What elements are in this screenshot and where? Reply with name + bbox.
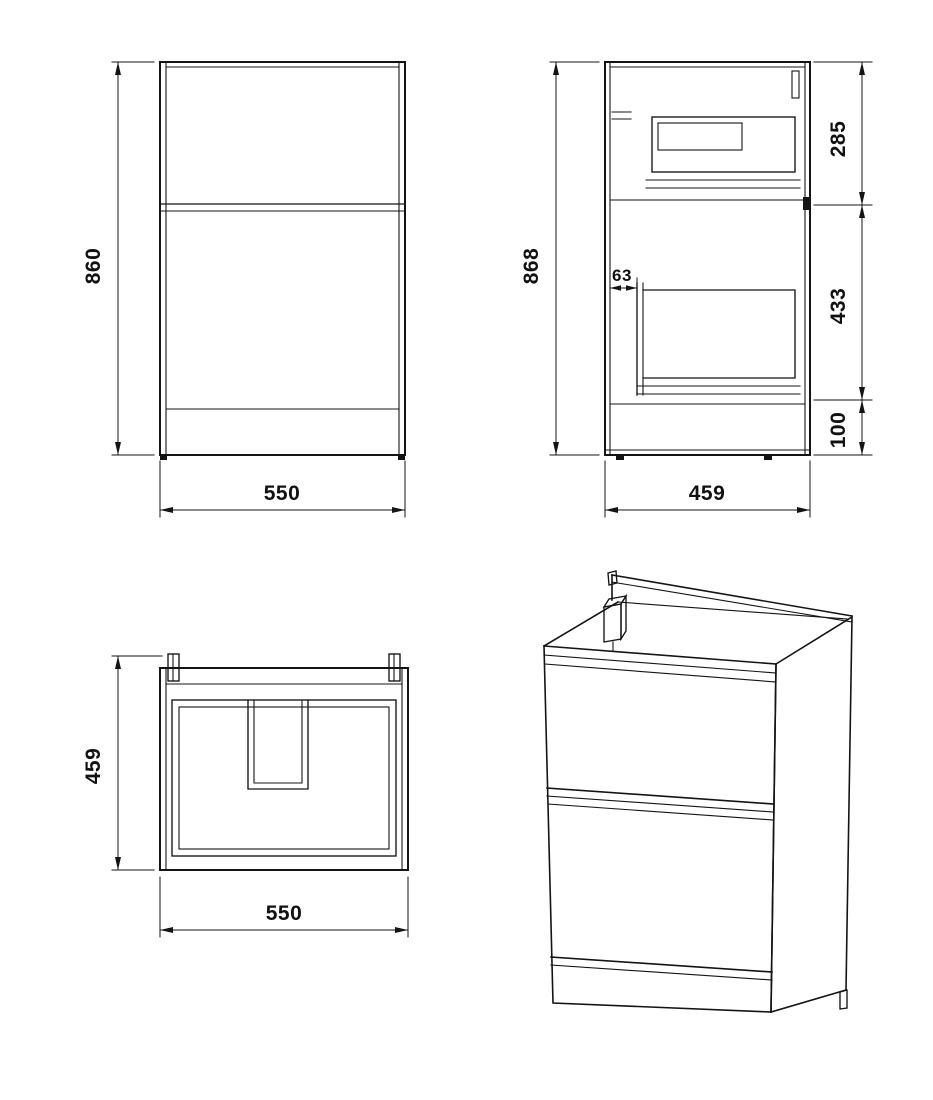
arrowhead (797, 507, 810, 513)
side-inset-label: 63 (612, 266, 632, 285)
front-view: 860 550 (82, 61, 406, 518)
wall-bracket (791, 70, 800, 99)
front-width-label: 550 (264, 482, 301, 505)
side-upper-section-label: 285 (827, 121, 850, 158)
top-view-cabinet (159, 653, 409, 871)
arrowhead (553, 62, 559, 75)
arrowhead (395, 927, 408, 933)
bracket-fixing (803, 197, 809, 210)
arrowhead (610, 285, 621, 291)
arrowhead (626, 285, 637, 291)
top-depth-label: 459 (82, 748, 105, 785)
top-surface-back-edge (617, 601, 848, 620)
side-view: 868 459 285 433 100 (520, 61, 873, 518)
mounting-hook (607, 570, 618, 586)
top-view: 459 550 (82, 653, 409, 938)
front-height-dimension: 860 (82, 61, 155, 456)
drawer-handle-rail (547, 803, 774, 821)
top-width-dimension: 550 (159, 876, 409, 938)
arrowhead (115, 656, 121, 669)
arrowhead (859, 205, 865, 218)
arrowhead (115, 442, 121, 455)
cabinet-outline (159, 61, 406, 456)
upper-drawer-inner (657, 122, 743, 151)
isometric-view (542, 570, 853, 1014)
inner-frame-inline (178, 706, 390, 850)
arrowhead (859, 387, 865, 400)
side-depth-label: 459 (689, 482, 726, 505)
arrowhead (859, 400, 865, 413)
top-depth-dimension: 459 (82, 655, 163, 871)
cabinet-outline (604, 61, 811, 456)
cabinet-outline (159, 667, 409, 871)
arrowhead (605, 507, 618, 513)
rear-foot (839, 989, 848, 1010)
plinth-seam-line (550, 956, 773, 973)
back-panel-thickness-edge (611, 581, 853, 623)
side-view-cabinet (604, 61, 811, 460)
front-width-dimension: 550 (159, 460, 406, 518)
cabinet-front-face (543, 645, 777, 1013)
arrowhead (160, 507, 173, 513)
side-lower-section-label: 100 (827, 412, 850, 449)
top-rim-line (544, 663, 777, 683)
arrowhead (160, 927, 173, 933)
lower-drawer-box (642, 289, 796, 379)
arrowhead (859, 442, 865, 455)
upper-drawer-box (651, 116, 796, 173)
arrowhead (392, 507, 405, 513)
front-height-label: 860 (82, 248, 105, 285)
right-foot (398, 455, 405, 460)
front-view-cabinet (159, 61, 406, 460)
arrowhead (859, 62, 865, 75)
side-depth-dimension: 459 (604, 460, 811, 518)
top-width-label: 550 (266, 902, 303, 925)
front-foot (616, 455, 624, 460)
left-foot (160, 455, 167, 460)
plumbing-cutout-outer (247, 699, 309, 790)
side-height-dimension: 868 (520, 61, 600, 456)
arrowhead (115, 857, 121, 870)
cabinet-side-panel (770, 615, 853, 1014)
side-middle-section-label: 433 (827, 288, 850, 325)
plumbing-cutout-inner (253, 699, 303, 784)
back-foot (764, 455, 772, 460)
side-section-dimensions: 285 433 100 (813, 61, 873, 456)
arrowhead (859, 192, 865, 205)
mounting-bracket-side (620, 593, 627, 642)
arrowhead (115, 62, 121, 75)
side-inset-dimension: 63 (609, 266, 638, 303)
drawer-handle-rail (546, 795, 774, 813)
plinth-seam-line (550, 964, 773, 981)
arrowhead (553, 442, 559, 455)
side-height-label: 868 (520, 248, 543, 285)
mounting-bracket (602, 570, 628, 652)
back-panel-top-edge (611, 574, 853, 617)
top-surface-left-edge (542, 600, 620, 648)
drawer-divider-line (546, 787, 774, 805)
inner-frame-outline (171, 699, 397, 857)
top-rim-line (543, 654, 777, 674)
